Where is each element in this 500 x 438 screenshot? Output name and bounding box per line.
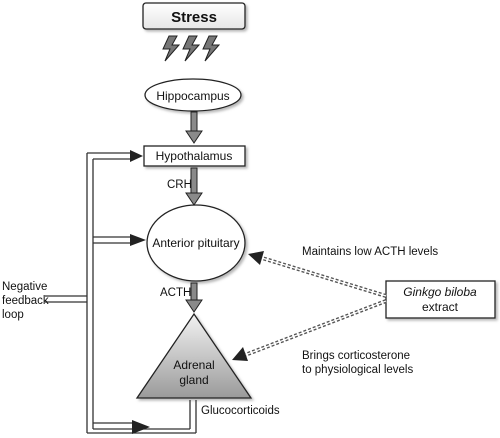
arrow-pituitary-to-adrenal	[185, 282, 203, 313]
adrenal-gland-node: Adrenal gland	[135, 312, 253, 399]
ginkgo-node: Ginkgo biloba extract	[385, 280, 496, 319]
lightning-bolt-icon	[162, 35, 181, 62]
anterior-pituitary-node: Anterior pituitary	[146, 204, 246, 282]
arrow-hippocampus-to-hypothalamus	[185, 111, 203, 144]
ginkgo-suffix-label: extract	[422, 300, 459, 314]
crh-label: CRH	[167, 179, 192, 191]
glucocorticoids-label: Glucocorticoids	[201, 405, 280, 417]
maintains-acth-label: Maintains low ACTH levels	[302, 246, 438, 258]
feedback-label-line2: feedback	[2, 295, 49, 307]
feedback-arrowhead-adrenal	[132, 420, 150, 434]
feedback-loop-label: Negative feedback loop	[2, 281, 49, 321]
feedback-arrowhead-hypothalamus	[130, 150, 143, 162]
lightning-bolt-icon	[202, 35, 221, 62]
stress-node: Stress	[142, 2, 246, 30]
lightning-group	[162, 35, 221, 62]
hypothalamus-node: Hypothalamus	[143, 145, 246, 167]
acth-label: ACTH	[160, 287, 191, 299]
anterior-pituitary-label: Anterior pituitary	[152, 236, 239, 250]
stress-label: Stress	[171, 9, 217, 26]
corticosterone-label-line2: to physiological levels	[302, 364, 413, 376]
feedback-label-line1: Negative	[2, 281, 47, 293]
arrow-hypothalamus-to-pituitary	[185, 167, 203, 206]
lightning-bolt-icon	[182, 35, 201, 62]
hippocampus-label: Hippocampus	[156, 89, 229, 103]
corticosterone-label-line1: Brings corticosterone	[302, 350, 410, 362]
ginkgo-to-adrenal-arrow	[232, 299, 387, 361]
feedback-arrowhead-pituitary	[130, 234, 146, 246]
ginkgo-name-label: Ginkgo biloba	[403, 285, 477, 299]
adrenal-label-line2: gland	[179, 373, 208, 387]
ginkgo-adrenal-arrowhead	[232, 347, 248, 361]
hippocampus-node: Hippocampus	[144, 78, 242, 112]
ginkgo-to-pituitary-arrow	[248, 251, 387, 298]
ginkgo-pituitary-arrowhead	[248, 251, 264, 265]
feedback-label-line3: loop	[2, 309, 24, 321]
hypothalamus-label: Hypothalamus	[156, 149, 233, 163]
adrenal-label-line1: Adrenal	[173, 358, 214, 372]
